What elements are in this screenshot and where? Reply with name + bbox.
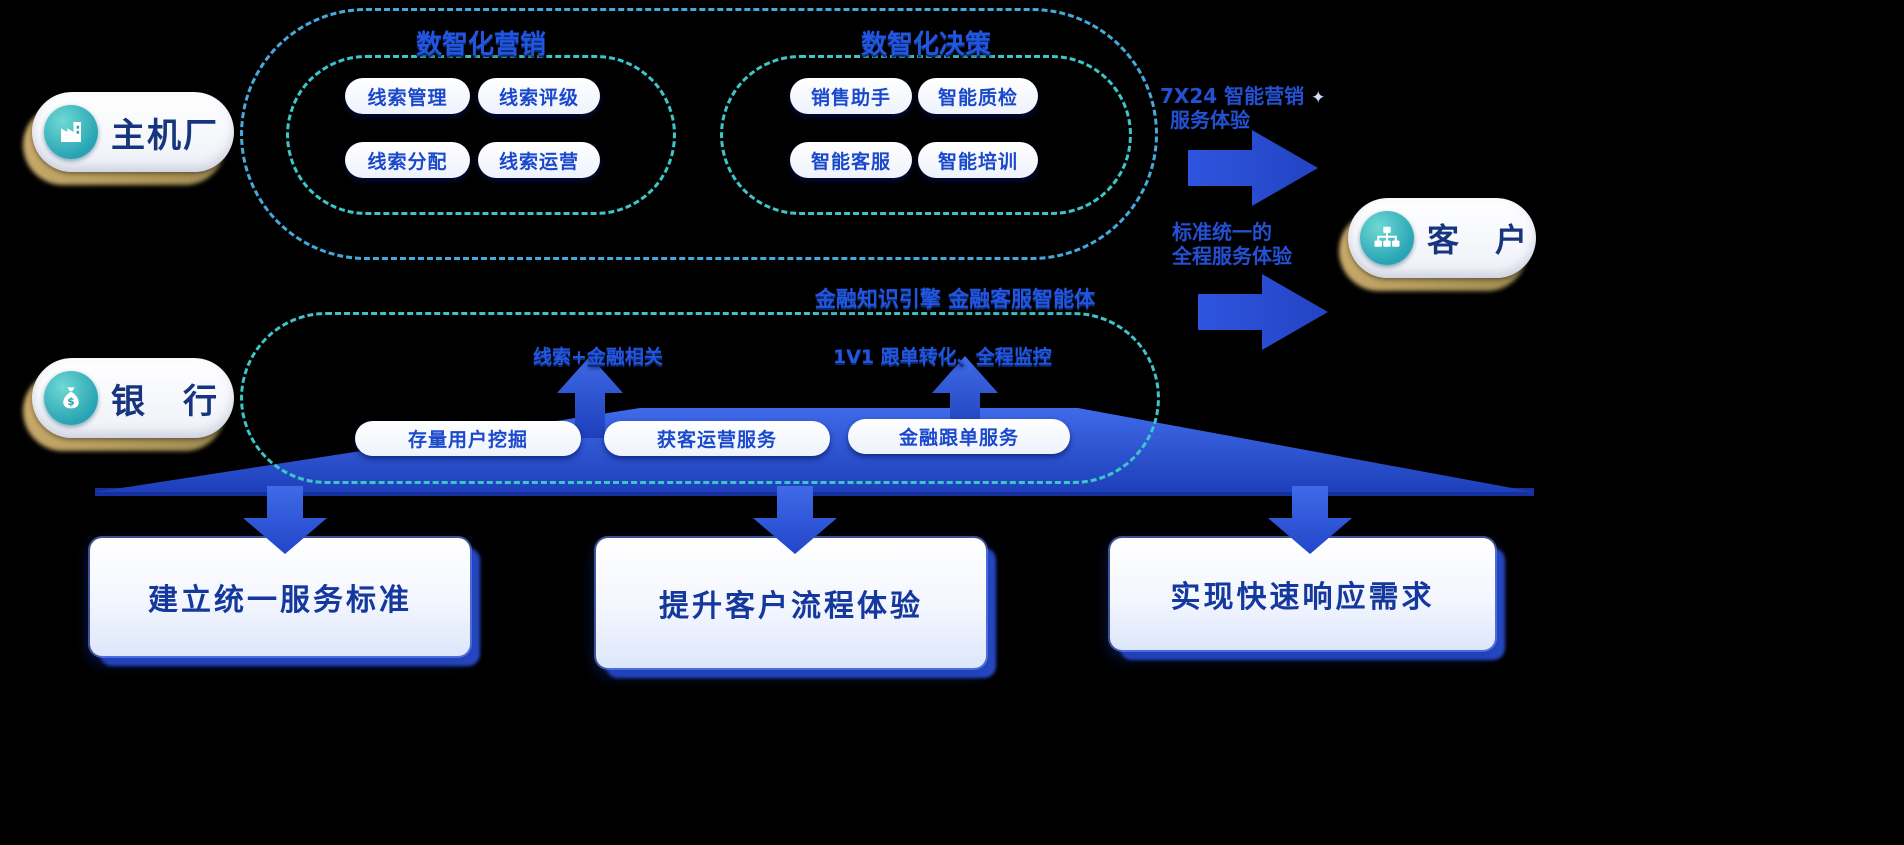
right-arrow-bottom <box>1198 274 1328 350</box>
money-bag-icon: $ <box>44 371 98 425</box>
actor-bank-badge: $ 银 行 <box>23 358 234 451</box>
actor-customer-badge: 客 户 <box>1339 198 1536 291</box>
org-people-icon <box>1360 211 1414 265</box>
marketing-pill: 线索运营 <box>478 142 600 178</box>
top-dashed-container <box>240 8 1158 260</box>
decision-pill: 智能培训 <box>918 142 1038 178</box>
down-arrow-3 <box>1268 486 1352 554</box>
decision-pill: 智能质检 <box>918 78 1038 114</box>
actor-oem-label: 主机厂 <box>111 115 219 156</box>
sparkle-icon: ✦ <box>1311 88 1326 108</box>
decision-dashed-box <box>720 55 1132 215</box>
finance-dashed-box <box>240 312 1160 484</box>
outcome-card: 实现快速响应需求 <box>1110 538 1505 660</box>
finance-pill: 金融跟单服务 <box>848 419 1070 454</box>
marketing-title: 数智化营销 <box>415 30 546 60</box>
marketing-pill: 线索评级 <box>478 78 600 114</box>
outcome-card-label: 实现快速响应需求 <box>1110 538 1495 650</box>
up-arrow-right <box>932 356 998 438</box>
finance-right-label: 1V1 跟单转化、全程监控 <box>833 346 1052 368</box>
finance-left-label: 线索+金融相关 <box>533 346 663 368</box>
flow-label-top: 7X24 智能营销 ✦ 服务体验 <box>1160 84 1325 132</box>
finance-title: 金融知识引擎 金融客服智能体 <box>814 287 1096 311</box>
outcome-card-label: 提升客户流程体验 <box>596 538 986 668</box>
marketing-pill: 线索分配 <box>345 142 470 178</box>
flow-label-bottom-line1: 标准统一的 <box>1172 220 1272 244</box>
actor-bank-label: 银 行 <box>111 381 219 422</box>
actor-customer-label: 客 户 <box>1427 221 1530 259</box>
outcome-card: 提升客户流程体验 <box>596 538 996 678</box>
marketing-pill: 线索管理 <box>345 78 470 114</box>
svg-text:$: $ <box>67 395 74 408</box>
up-arrow-left <box>557 356 623 438</box>
finance-pill: 存量用户挖掘 <box>355 421 581 456</box>
outcome-card: 建立统一服务标准 <box>90 538 480 666</box>
flow-label-top-line1: 7X24 智能营销 <box>1160 84 1305 108</box>
decision-pill: 智能客服 <box>790 142 912 178</box>
actor-oem-badge: 主机厂 <box>23 92 234 185</box>
down-arrow-1 <box>243 486 327 554</box>
flow-label-bottom: 标准统一的 全程服务体验 <box>1172 220 1292 268</box>
flow-label-bottom-line2: 全程服务体验 <box>1172 244 1292 268</box>
finance-pill: 获客运营服务 <box>604 421 830 456</box>
decision-title: 数智化决策 <box>860 30 991 60</box>
right-arrow-top <box>1188 130 1318 206</box>
down-arrow-2 <box>753 486 837 554</box>
decision-pill: 销售助手 <box>790 78 912 114</box>
marketing-dashed-box <box>286 55 676 215</box>
flow-label-top-line2: 服务体验 <box>1170 108 1250 133</box>
factory-icon <box>44 105 98 159</box>
outcome-card-label: 建立统一服务标准 <box>90 538 470 656</box>
